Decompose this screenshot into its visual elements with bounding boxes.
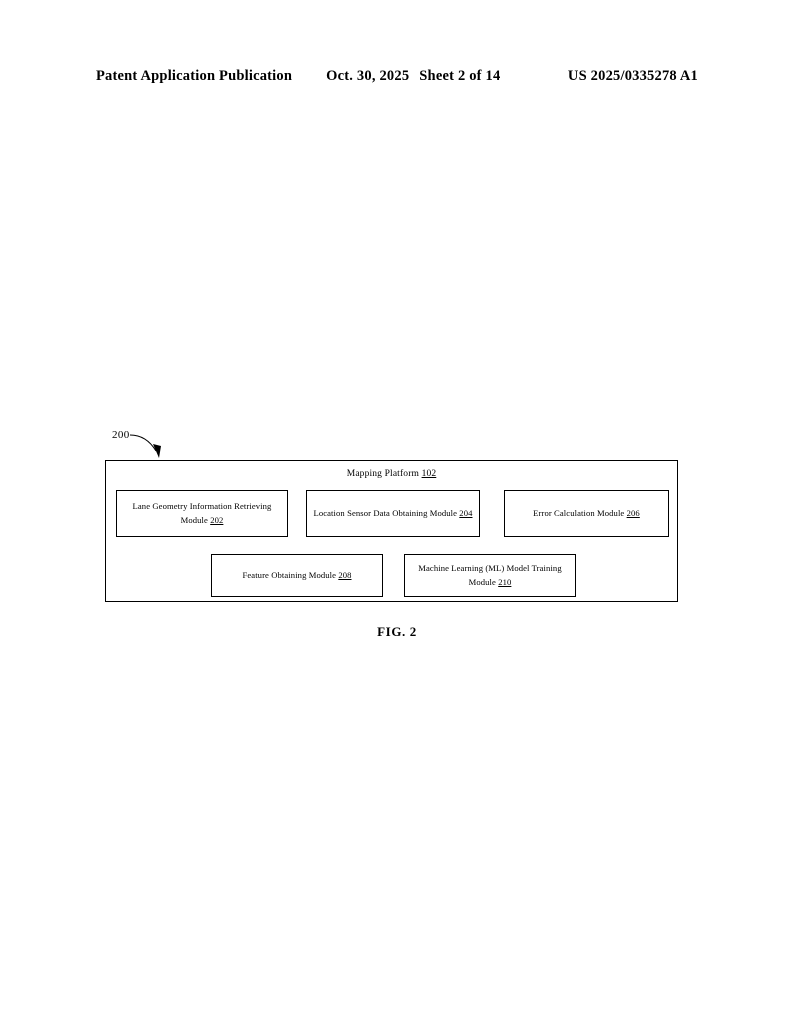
header-publication-label: Patent Application Publication: [96, 68, 293, 84]
module-feature-obtaining: Feature Obtaining Module 208: [211, 554, 383, 597]
module-210-ref: 210: [498, 576, 512, 587]
module-208-text: Feature Obtaining Module 208: [242, 569, 351, 582]
module-202-text: Lane Geometry Information Retrieving Mod…: [122, 500, 282, 527]
header-sheet-number: Sheet 2 of 14: [419, 68, 501, 84]
module-204-ref: 204: [459, 507, 473, 518]
header-document-number: US 2025/0335278 A1: [567, 68, 698, 84]
module-lane-geometry-information-retrieving: Lane Geometry Information Retrieving Mod…: [116, 490, 288, 537]
mapping-platform-container: Mapping Platform 102 Lane Geometry Infor…: [105, 460, 678, 602]
module-204-text: Location Sensor Data Obtaining Module 20…: [313, 507, 472, 520]
page-running-header: Patent Application Publication Oct. 30, …: [96, 68, 698, 90]
figure-reference-numeral: 200: [112, 429, 130, 441]
mapping-platform-title: Mapping Platform 102: [106, 469, 677, 479]
header-publication-date: Oct. 30, 2025: [326, 68, 410, 84]
module-202-label: Lane Geometry Information Retrieving Mod…: [132, 501, 272, 525]
module-202-ref: 202: [210, 514, 224, 525]
module-208-ref: 208: [338, 569, 352, 580]
module-208-label: Feature Obtaining Module: [242, 569, 339, 580]
figure-caption: FIG. 2: [377, 624, 417, 639]
module-206-label: Error Calculation Module: [533, 507, 627, 518]
module-210-text: Machine Learning (ML) Model Training Mod…: [410, 562, 570, 589]
module-206-ref: 206: [626, 507, 640, 518]
module-210-label: Machine Learning (ML) Model Training Mod…: [418, 563, 562, 587]
leader-line-arrow: [129, 434, 161, 458]
module-machine-learning-model-training: Machine Learning (ML) Model Training Mod…: [404, 554, 576, 597]
module-location-sensor-data-obtaining: Location Sensor Data Obtaining Module 20…: [306, 490, 480, 537]
module-206-text: Error Calculation Module 206: [533, 507, 640, 520]
module-204-label: Location Sensor Data Obtaining Module: [313, 507, 460, 518]
module-error-calculation: Error Calculation Module 206: [504, 490, 669, 537]
mapping-platform-title-ref: 102: [421, 469, 437, 479]
mapping-platform-title-text: Mapping Platform: [346, 469, 422, 479]
